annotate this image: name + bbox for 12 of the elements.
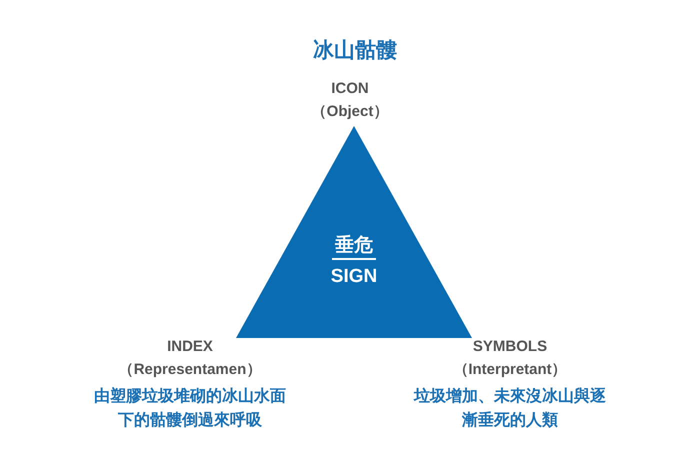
description-text: 由塑膠垃圾堆砌的冰山水面下的骷髏倒過來呼吸 xyxy=(93,386,287,431)
sign-text: SIGN xyxy=(330,266,378,288)
sign-text: 垂危 xyxy=(334,234,374,258)
vertex-subtitle: （Representamen） xyxy=(118,360,262,379)
vertex-subtitle: （Object） xyxy=(310,102,390,121)
vertex-label: INDEX xyxy=(166,338,214,355)
vertex-subtitle: （Interpretant） xyxy=(452,360,568,379)
vertex-label: ICON xyxy=(330,80,370,97)
sign-triangle xyxy=(236,126,472,338)
description-text: 垃圾增加、未來沒冰山與逐漸垂死的人類 xyxy=(412,386,607,431)
vertex-label: SYMBOLS xyxy=(472,338,548,355)
title: 冰山骷髏 xyxy=(312,38,398,64)
